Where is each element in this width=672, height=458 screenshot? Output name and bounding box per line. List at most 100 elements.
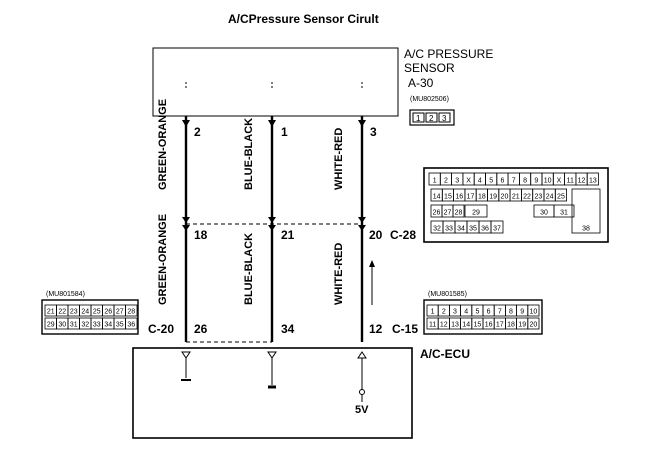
sensor-box [152, 47, 399, 117]
c28-pin-label: 32 [433, 226, 441, 233]
c28-pin-label: 22 [523, 194, 531, 201]
c15-pin-label: 2 [442, 309, 446, 316]
c20-pin-label: 24 [81, 309, 89, 316]
svg-text:3: 3 [442, 114, 447, 123]
c28-pin-label: 34 [457, 226, 465, 233]
c20-pin-label: 26 [104, 309, 112, 316]
c28-pin-label: 1 [433, 178, 437, 185]
c15-pin-label: 3 [453, 309, 457, 316]
c20-cell [125, 304, 138, 317]
ecu-box [132, 347, 413, 439]
c20-pin-label: 23 [70, 309, 78, 316]
c20-pin-label: 27 [116, 309, 124, 316]
c28-pin-label: 20 [501, 194, 509, 201]
c15-pin-label: 14 [462, 322, 470, 329]
sensor-pin-2: 2 [194, 125, 201, 139]
c28-pin-label: 11 [567, 178, 574, 185]
diagram-title: A/CPressure Sensor Cirult [228, 12, 379, 26]
c15-label: C-15 [392, 322, 418, 336]
c28-pin-label: 23 [534, 194, 542, 201]
c20-pin-label: 31 [70, 322, 78, 329]
c20-pin-label: 36 [127, 322, 135, 329]
svg-text:(MU801584): (MU801584) [46, 291, 85, 298]
ecu-label: A/C-ECU [420, 347, 470, 361]
c28-pin-label: 3 [455, 178, 459, 185]
c28-cell [490, 220, 504, 234]
c20-label: C-20 [148, 322, 174, 336]
c15-pin-label: 4 [464, 309, 468, 316]
c28-cell [553, 204, 575, 218]
c15-pin-label: 8 [509, 309, 513, 316]
c20-pin-label: 30 [58, 322, 66, 329]
c20-pin-label: 32 [81, 322, 89, 329]
c15-pin-label: 10 [530, 309, 538, 316]
c15-pin-label: 9 [520, 309, 524, 316]
c20-pin-label: 33 [93, 322, 101, 329]
c28-pin-label: 6 [500, 178, 504, 185]
wire-color-white-lower: WHITE-RED [333, 243, 345, 305]
c28-pin-20: 20 [369, 228, 383, 242]
wire-color-white-upper: WHITE-RED [333, 128, 345, 190]
c28-pin-label: 27 [444, 210, 452, 217]
c15-pin-label: 7 [498, 309, 502, 316]
c15-pin-label: 16 [485, 322, 493, 329]
sensor-part-code: (MU802506) [410, 96, 449, 103]
sensor-label-line2: SENSOR [404, 61, 455, 75]
ecu-pin-26: 26 [194, 322, 208, 336]
c28-pin-label: 31 [560, 210, 568, 217]
ecu-terminals [181, 351, 367, 402]
sensor-pin-1: 1 [281, 125, 288, 139]
c28-pin-21: 21 [281, 228, 295, 242]
sensor-label-line1: A/C PRESSURE [404, 47, 493, 61]
svg-text:2: 2 [429, 114, 434, 123]
c28-pin-label: 29 [472, 210, 480, 217]
c15-pin-label: 13 [451, 322, 459, 329]
c28-large-pin-label: 38 [582, 226, 590, 233]
wire-color-green-upper: GREEN-ORANGE [157, 99, 169, 190]
sensor-pin-arrows [182, 120, 366, 127]
wire-color-blue-lower: BLUE-BLACK [243, 233, 255, 305]
c15-pin-label: 12 [440, 322, 448, 329]
svg-text:(MU801585): (MU801585) [428, 291, 467, 298]
c15-pin-label: 15 [474, 322, 482, 329]
c15-cell [527, 317, 540, 330]
c28-pin-label: 30 [540, 210, 548, 217]
c28-pin-label: 37 [493, 226, 501, 233]
c28-pin-label: 5 [489, 178, 493, 185]
c28-pin-label: 7 [512, 178, 516, 185]
c28-pin-label: X [466, 178, 471, 185]
c20-cell [125, 317, 138, 330]
c28-pin-label: 36 [481, 226, 489, 233]
wire-color-green-lower: GREEN-ORANGE [157, 214, 169, 305]
c28-pin-label: 4 [478, 178, 482, 185]
c28-cell [452, 204, 465, 218]
c28-large-cell [571, 188, 601, 234]
c28-pin-label: X [557, 178, 562, 185]
c15-pin-label: 17 [496, 322, 504, 329]
c28-pin-label: 14 [433, 194, 441, 201]
c28-pin-label: 25 [557, 194, 565, 201]
c28-label: C-28 [390, 228, 416, 242]
c28-pin-label: 10 [544, 178, 552, 185]
c28-cell [586, 172, 599, 186]
c20-pin-label: 35 [116, 322, 124, 329]
supply-5v: 5V [355, 404, 369, 416]
c15-pin-label: 1 [431, 309, 435, 316]
c28-arrows [182, 217, 366, 231]
c15-pin-label: 6 [487, 309, 491, 316]
svg-text:1: 1 [416, 114, 421, 123]
c28-pin-label: 28 [455, 210, 463, 217]
c28-pin-label: 15 [444, 194, 452, 201]
c28-cell [554, 188, 567, 202]
c15-pin-label: 11 [429, 322, 436, 329]
c28-pin-label: 16 [455, 194, 463, 201]
c28-pin-label: 2 [444, 178, 448, 185]
c20-pin-label: 22 [58, 309, 66, 316]
c20-pin-label: 25 [93, 309, 101, 316]
c15-pin-label: 18 [507, 322, 515, 329]
